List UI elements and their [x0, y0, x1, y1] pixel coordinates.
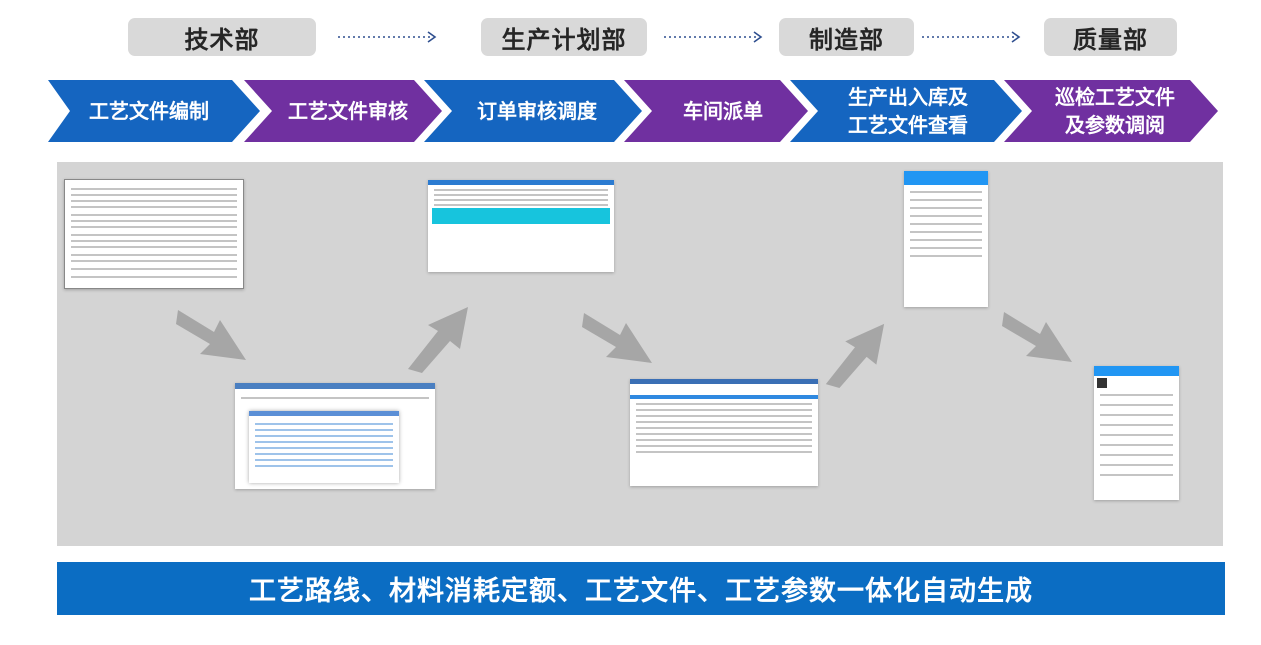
screenshot-process-document [64, 179, 244, 289]
step-order-review-scheduling: 订单审核调度 [424, 80, 642, 142]
step-label: 订单审核调度 [477, 99, 597, 123]
step-warehouse-and-doc-view: 生产出入库及 工艺文件查看 [790, 80, 1022, 142]
screenshot-dispatch-table [630, 379, 818, 486]
flow-arrow-down-icon [176, 310, 246, 360]
flow-arrow-up-icon [825, 323, 885, 388]
summary-banner-text: 工艺路线、材料消耗定额、工艺文件、工艺参数一体化自动生成 [249, 576, 1033, 607]
dotted-arrow-icon [922, 31, 1021, 43]
department-label: 制造部 [809, 25, 884, 54]
summary-banner: 工艺路线、材料消耗定额、工艺文件、工艺参数一体化自动生成 [57, 562, 1225, 615]
flow-arrow-up-icon [408, 307, 468, 373]
screenshot-order-table [428, 180, 614, 272]
screenshot-review-dialog [249, 411, 399, 483]
department-technology: 技术部 [128, 18, 316, 56]
department-production-planning: 生产计划部 [481, 18, 647, 56]
department-label: 技术部 [184, 25, 260, 54]
step-label: 车间派单 [683, 99, 763, 123]
dotted-arrow-icon [338, 31, 437, 43]
step-process-doc-review: 工艺文件审核 [244, 80, 442, 142]
step-label: 巡检工艺文件 及参数调阅 [1055, 85, 1175, 137]
department-label: 生产计划部 [501, 25, 627, 54]
department-quality: 质量部 [1044, 18, 1177, 56]
department-label: 质量部 [1073, 25, 1148, 54]
step-label: 生产出入库及 工艺文件查看 [848, 85, 968, 137]
step-workshop-dispatch: 车间派单 [624, 80, 808, 142]
flow-arrow-down-icon [582, 313, 652, 363]
dotted-arrow-icon [664, 31, 763, 43]
flow-arrow-down-icon [1002, 312, 1072, 362]
step-label: 工艺文件审核 [288, 99, 408, 123]
department-manufacturing: 制造部 [779, 18, 914, 56]
step-inspection-doc-params: 巡检工艺文件 及参数调阅 [1004, 80, 1218, 142]
step-process-doc-drafting: 工艺文件编制 [48, 80, 260, 142]
qr-code-icon [1097, 378, 1107, 388]
screenshot-review-window [235, 383, 435, 489]
screenshot-mobile-warehouse [904, 171, 988, 307]
step-label: 工艺文件编制 [89, 99, 209, 123]
screenshot-mobile-inspection [1094, 366, 1179, 500]
